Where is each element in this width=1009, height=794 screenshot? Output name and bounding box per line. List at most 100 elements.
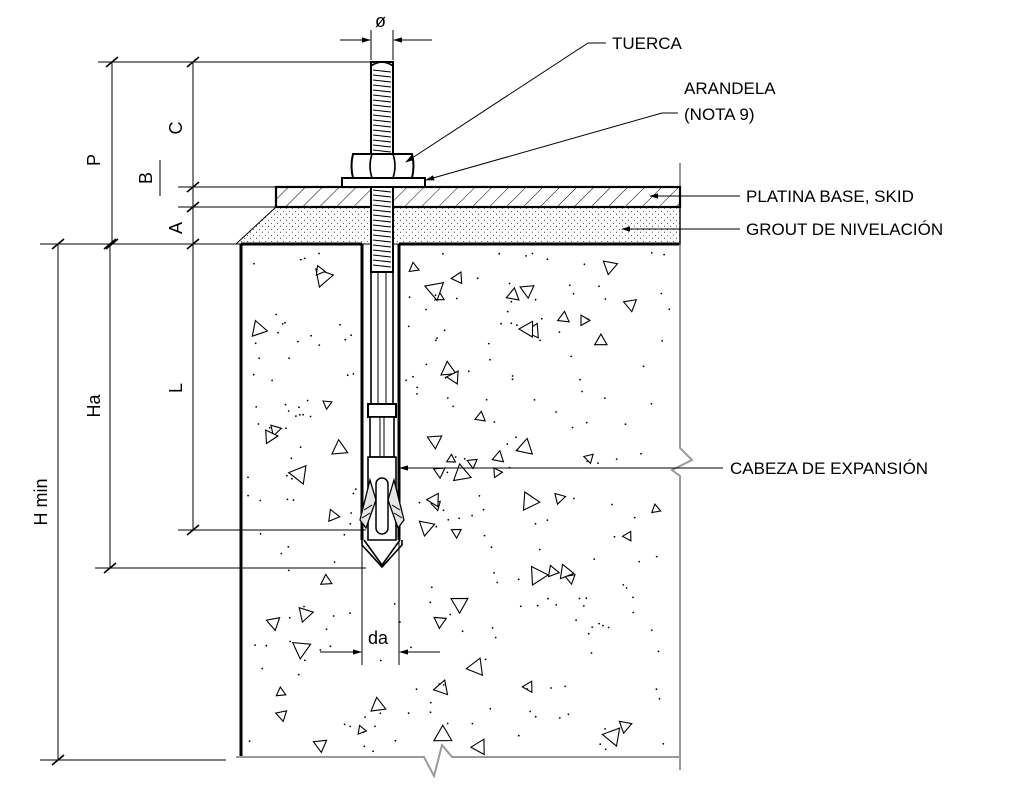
aggregate-dot [288,357,290,359]
aggregate-dot [346,374,349,377]
aggregate-dot [284,321,286,324]
leveling-grout-layer [234,206,681,245]
aggregate-dot [275,313,278,316]
aggregate-stone [418,520,436,538]
aggregate-dot [485,398,488,401]
dimension-da: da [320,600,440,665]
aggregate-dot [290,457,293,460]
aggregate-dot [525,255,527,257]
aggregate-dot [303,659,306,662]
aggregate-dot [582,605,585,607]
aggregate-dot [599,743,602,746]
dim-label-a: A [166,222,186,234]
callout-cabeza: CABEZA DE EXPANSIÓN [399,459,928,478]
aggregate-dot [611,503,613,506]
aggregate-dot [540,317,543,320]
aggregate-stone [274,710,288,723]
aggregate-dot [534,522,537,525]
aggregate-dot [567,713,570,716]
aggregate-stone [298,606,315,624]
aggregate-dot [265,644,268,647]
aggregate-dot [467,370,470,373]
aggregate-stone [650,503,662,514]
aggregate-stone [432,467,446,480]
aggregate-dot [444,376,447,379]
aggregate-stone [564,573,576,586]
aggregate-stone [251,319,269,338]
aggregate-dot [583,263,586,266]
aggregate-stone [328,508,341,523]
aggregate-stone [433,616,448,630]
aggregate-dot [489,358,491,361]
aggregate-dot [352,373,355,375]
aggregate-dot [650,252,653,254]
aggregate-dot [297,673,300,676]
aggregate-dot [555,604,558,606]
aggregate-stone [357,724,368,735]
aggregate-dot [261,667,264,670]
aggregate-dot [435,339,437,342]
aggregate-dot [286,498,289,501]
aggregate-dot [546,258,549,261]
aggregate-dot [607,626,610,629]
aggregate-dot [655,688,658,691]
aggregate-dot [484,658,487,661]
concrete-aggregate-texture [247,252,671,756]
aggregate-dot [489,707,492,710]
aggregate-dot [303,605,305,608]
da-label: da [368,628,389,648]
aggregate-dot [287,545,290,548]
aggregate-dot [581,390,583,393]
aggregate-stone [530,565,550,586]
aggregate-stone [580,314,592,327]
aggregate-dot [436,337,438,339]
aggregate-dot [349,522,352,525]
aggregate-dot [496,581,499,584]
aggregate-dot [259,533,262,535]
aggregate-stone [469,738,485,756]
aggregate-dot [416,386,419,389]
aggregate-dot [632,611,635,614]
aggregate-dot [593,558,596,560]
aggregate-stone [522,491,541,512]
aggregate-dot [531,252,534,255]
aggregate-stone [450,271,463,285]
aggregate-stone [491,449,505,463]
aggregate-stone [322,400,333,411]
aggregate-dot [461,630,464,633]
aggregate-dot [661,340,664,342]
aggregate-dot [408,296,411,299]
aggregate-dot [442,252,444,255]
aggregate-dot [579,378,581,381]
aggregate-dot [410,646,412,649]
aggregate-dot [442,684,445,686]
aggregate-dot [349,612,351,615]
aggregate-dot [510,300,513,303]
aggregate-dot [587,632,590,635]
aggregate-dot [590,652,593,654]
aggregate-dot [429,711,432,714]
aggregate-dot [471,514,473,517]
aggregate-dot [344,338,347,341]
aggregate-dot [604,728,606,730]
aggregate-dot [286,474,288,477]
aggregate-dot [615,458,618,460]
aggregate-dot [534,298,537,301]
aggregate-dot [454,456,457,458]
aggregate-stone [547,564,561,578]
aggregate-dot [640,452,642,455]
aggregate-dot [622,584,625,586]
aggregate-dot [638,560,640,563]
aggregate-dot [300,258,302,261]
aggregate-stone [452,462,473,482]
nut [350,153,415,179]
aggregate-dot [416,393,418,395]
aggregate-dot [585,421,588,424]
aggregate-dot [364,716,366,718]
aggregate-dot [449,613,452,616]
aggregate-dot [306,399,309,402]
aggregate-dot [354,488,357,490]
aggregate-dot [458,517,460,520]
aggregate-dot [425,308,427,311]
aggregate-dot [291,477,293,480]
